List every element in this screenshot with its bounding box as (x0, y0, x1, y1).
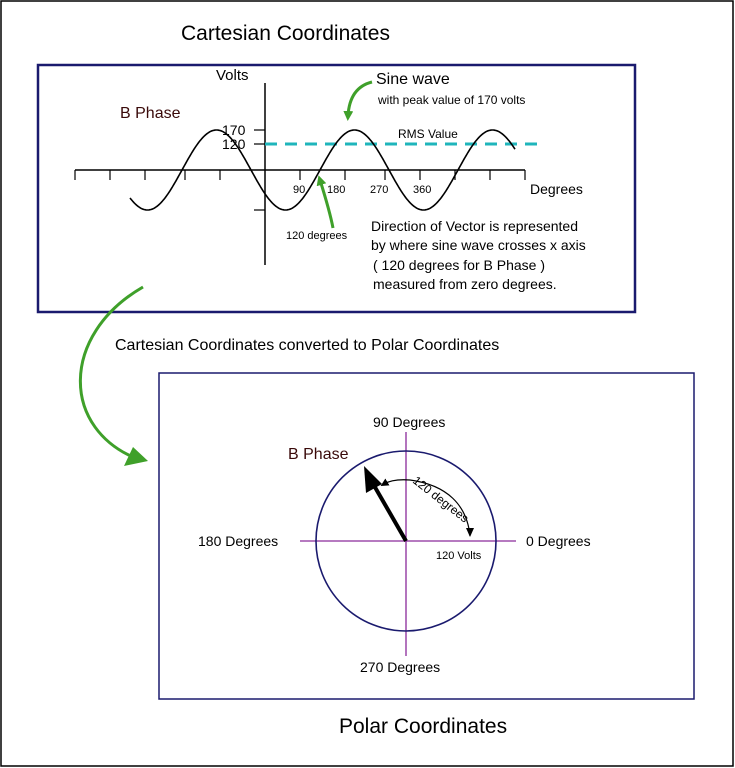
crossing-arrow (316, 175, 335, 229)
conversion-caption: Cartesian Coordinates converted to Polar… (115, 337, 499, 354)
sine-wave-subtitle: with peak value of 170 volts (377, 93, 525, 107)
y-tick-label-120: 120 (222, 136, 246, 152)
conversion-arrow (79, 285, 144, 462)
cartesian-phase-label: B Phase (120, 105, 181, 122)
cartesian-title: Cartesian Coordinates (181, 22, 390, 45)
polar-phase-label: B Phase (288, 446, 349, 463)
direction-text-line-2: by where sine wave crosses x axis (371, 237, 586, 253)
polar-label-0: 0 Degrees (526, 533, 591, 549)
x-tick-label-360: 360 (413, 184, 431, 196)
x-tick-label-180: 180 (327, 184, 345, 196)
x-tick-label-270: 270 (370, 184, 388, 196)
angle-arc-end-head (466, 528, 474, 537)
crossing-label: 120 degrees (286, 230, 348, 242)
conversion-arrow-head (124, 447, 148, 466)
sine-title-arrow (343, 80, 373, 121)
polar-title: Polar Coordinates (339, 715, 507, 738)
polar-label-90: 90 Degrees (373, 414, 445, 430)
y-axis-label: Volts (216, 67, 249, 84)
polar-label-180: 180 Degrees (198, 533, 278, 549)
polar-label-270: 270 Degrees (360, 659, 440, 675)
direction-text-line-3: ( 120 degrees for B Phase ) (373, 257, 545, 273)
magnitude-label: 120 Volts (436, 550, 482, 562)
direction-text-line-1: Direction of Vector is represented (371, 218, 578, 234)
direction-text-line-4: measured from zero degrees. (373, 276, 557, 292)
polar-frame (158, 372, 695, 700)
sine-wave (129, 129, 516, 211)
angle-arc (380, 478, 471, 537)
x-axis-label: Degrees (530, 181, 583, 197)
rms-label: RMS Value (398, 127, 458, 141)
b-phase-vector-head (364, 466, 382, 493)
angle-label: 120 degrees (410, 473, 471, 525)
cartesian-frame (36, 63, 637, 314)
b-phase-vector (370, 481, 408, 542)
y-tick-label-170: 170 (222, 122, 246, 138)
sine-wave-title: Sine wave (376, 71, 450, 88)
polar-circle (315, 450, 497, 632)
x-tick-label-90: 90 (293, 184, 305, 196)
